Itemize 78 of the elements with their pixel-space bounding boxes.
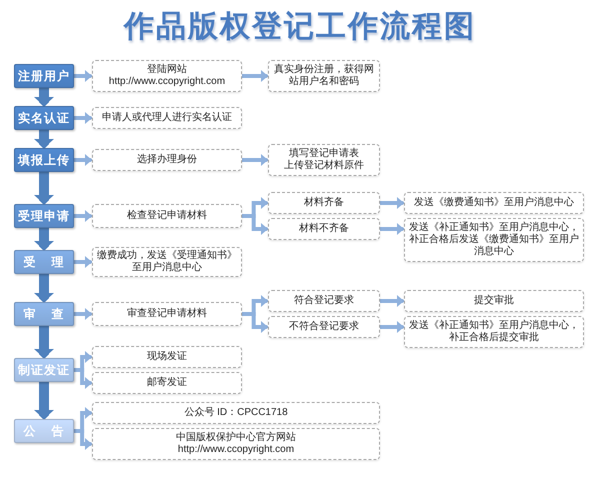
- step-label: 实名认证: [18, 111, 70, 125]
- arrow: [380, 295, 404, 307]
- box-text: 发送《补正通知书》至用户消息中心，补正合格后发送《缴费通知书》至用户消息中心: [409, 222, 579, 258]
- block-arrow: [34, 228, 54, 250]
- process-box: [92, 402, 380, 424]
- arrow: [242, 70, 268, 82]
- box-text: 材料齐备: [304, 197, 344, 209]
- arrow: [74, 154, 92, 166]
- box-text: 发送《缴费通知书》至用户消息中心: [414, 197, 574, 209]
- box-text: 现场发证: [147, 351, 187, 363]
- step-box: [14, 106, 74, 130]
- arrow: [380, 321, 404, 333]
- step-label: 审 查: [23, 307, 65, 321]
- box-text: 选择办理身份: [137, 154, 197, 166]
- box-text: 填写登记申请表: [289, 148, 359, 160]
- arrow: [74, 210, 92, 222]
- box-text: 提交审批: [474, 295, 514, 307]
- box-text: 申请人或代理人进行实名认证: [102, 112, 232, 124]
- box-text: 上传登记材料原件: [284, 160, 364, 172]
- box-text: 不符合登记要求: [289, 321, 359, 333]
- box-text: 中国版权保护中心官方网站 http://www.ccopyright.com: [175, 432, 297, 456]
- process-box: [268, 192, 380, 214]
- step-box: [14, 64, 74, 88]
- arrow: [242, 214, 268, 235]
- process-box: [268, 316, 380, 338]
- diagram-title: 作品版权登记工作流程图: [124, 9, 476, 45]
- step-label: 填报上传: [18, 153, 70, 167]
- block-arrow: [34, 172, 54, 204]
- step-box: [14, 204, 74, 228]
- block-arrow: [34, 326, 54, 358]
- box-text: 符合登记要求: [294, 295, 354, 307]
- process-box: [404, 192, 584, 214]
- process-box: [404, 316, 584, 348]
- block-arrow: [34, 130, 54, 148]
- block-arrow: [34, 274, 54, 302]
- process-box: [92, 107, 242, 129]
- process-box: [268, 144, 380, 176]
- process-box: [92, 302, 242, 326]
- arrow: [242, 312, 268, 333]
- arrow: [380, 223, 404, 235]
- step-box: [14, 358, 74, 382]
- box-text: 发送《补正通知书》至用户消息中心，补正合格后提交审批: [409, 320, 579, 344]
- step-label: 受理申请: [18, 209, 70, 223]
- process-box: [268, 290, 380, 312]
- arrow: [74, 112, 92, 124]
- box-text: 真实身份注册，获得网站用户名和密码: [273, 64, 375, 88]
- box-text: 邮寄发证: [147, 377, 187, 389]
- process-box: [92, 149, 242, 171]
- process-box: [92, 247, 242, 277]
- step-box: [14, 302, 74, 326]
- arrow: [74, 256, 92, 268]
- step-label: 受 理: [23, 255, 65, 269]
- box-text: 审查登记申请材料: [127, 308, 207, 320]
- arrow: [242, 154, 268, 166]
- process-box: [404, 290, 584, 312]
- step-box: [14, 250, 74, 274]
- process-box: [92, 60, 242, 92]
- process-box: [268, 60, 380, 92]
- process-box: [92, 372, 242, 394]
- block-arrow: [34, 88, 54, 106]
- box-text: 缴费成功，发送《受理通知书》至用户消息中心: [97, 250, 237, 274]
- box-text: 登陆网站 http://www.ccopyright.com: [108, 64, 226, 88]
- step-label: 注册用户: [18, 69, 70, 83]
- box-text: 检查登记申请材料: [127, 210, 207, 222]
- step-label: 制证发证: [18, 363, 70, 377]
- process-box: [268, 218, 380, 240]
- block-arrow: [34, 382, 54, 419]
- arrow: [74, 308, 92, 320]
- process-box: [92, 204, 242, 228]
- arrow: [380, 197, 404, 209]
- process-box: [92, 346, 242, 368]
- process-box: [92, 428, 380, 460]
- box-text: 公众号 ID：CPCC1718: [184, 407, 288, 419]
- box-text: 材料不齐备: [299, 223, 349, 235]
- step-box: [14, 419, 74, 443]
- arrow: [74, 70, 92, 82]
- step-label: 公 告: [23, 424, 65, 438]
- step-box: [14, 148, 74, 172]
